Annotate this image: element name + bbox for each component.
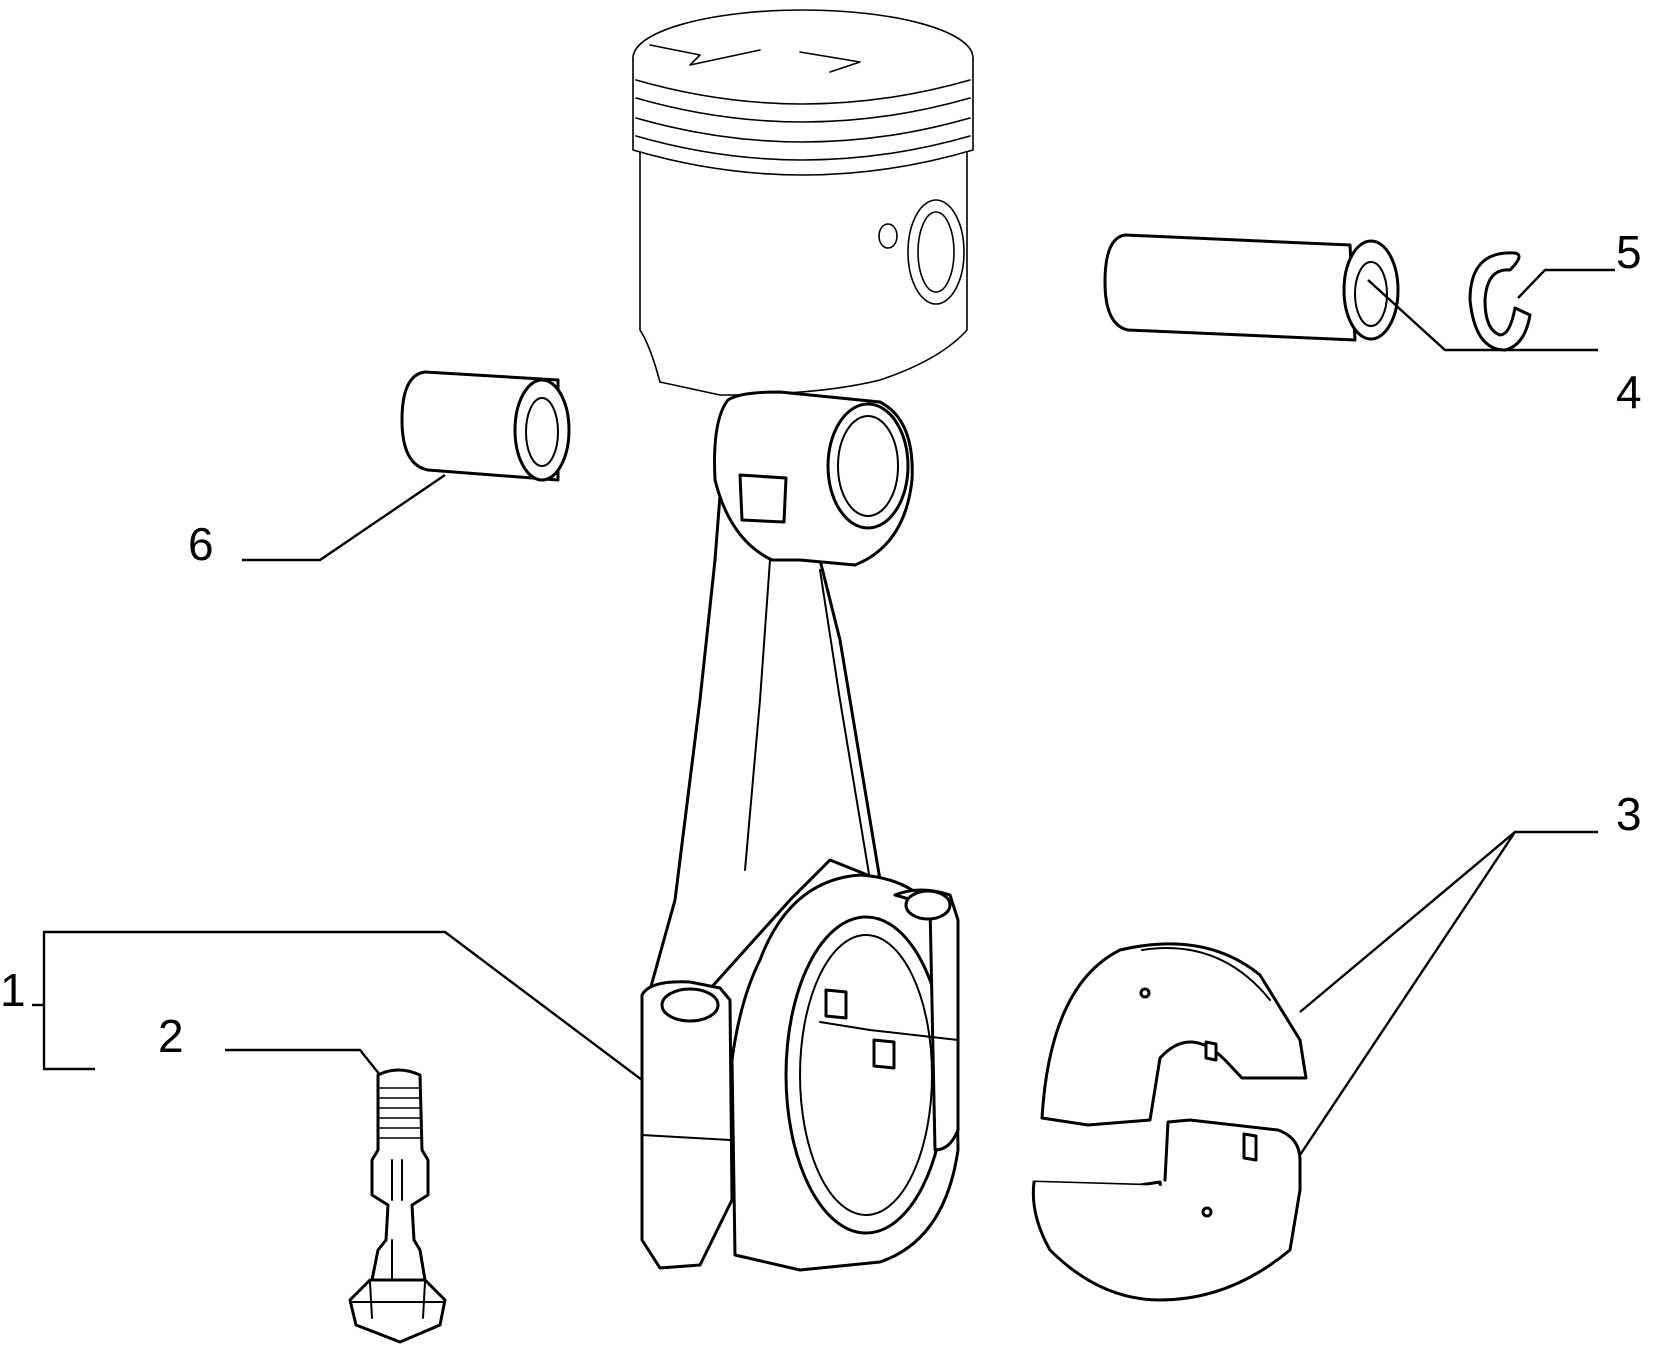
callout-2: 2 — [158, 1010, 184, 1062]
piston-pin — [1103, 233, 1400, 342]
callout-4: 4 — [1616, 366, 1642, 418]
leader-3 — [1299, 830, 1598, 1156]
leader-2 — [225, 1048, 381, 1076]
connecting-rod — [640, 390, 960, 1272]
callouts: 1 2 3 4 5 6 — [0, 226, 1642, 1062]
callout-5: 5 — [1616, 226, 1642, 278]
bearing-shells — [1031, 942, 1308, 1302]
leader-lines — [32, 268, 1615, 1156]
circlip — [1468, 251, 1532, 352]
callout-1: 1 — [0, 964, 26, 1016]
callout-3: 3 — [1616, 788, 1642, 840]
leader-6 — [242, 474, 446, 562]
callout-6: 6 — [188, 518, 214, 570]
piston — [632, 9, 974, 396]
small-end-bushing — [400, 370, 571, 482]
leader-4 — [1367, 279, 1598, 352]
leader-5 — [1517, 268, 1615, 299]
bolt — [348, 1068, 447, 1344]
leader-1 — [42, 930, 643, 1081]
